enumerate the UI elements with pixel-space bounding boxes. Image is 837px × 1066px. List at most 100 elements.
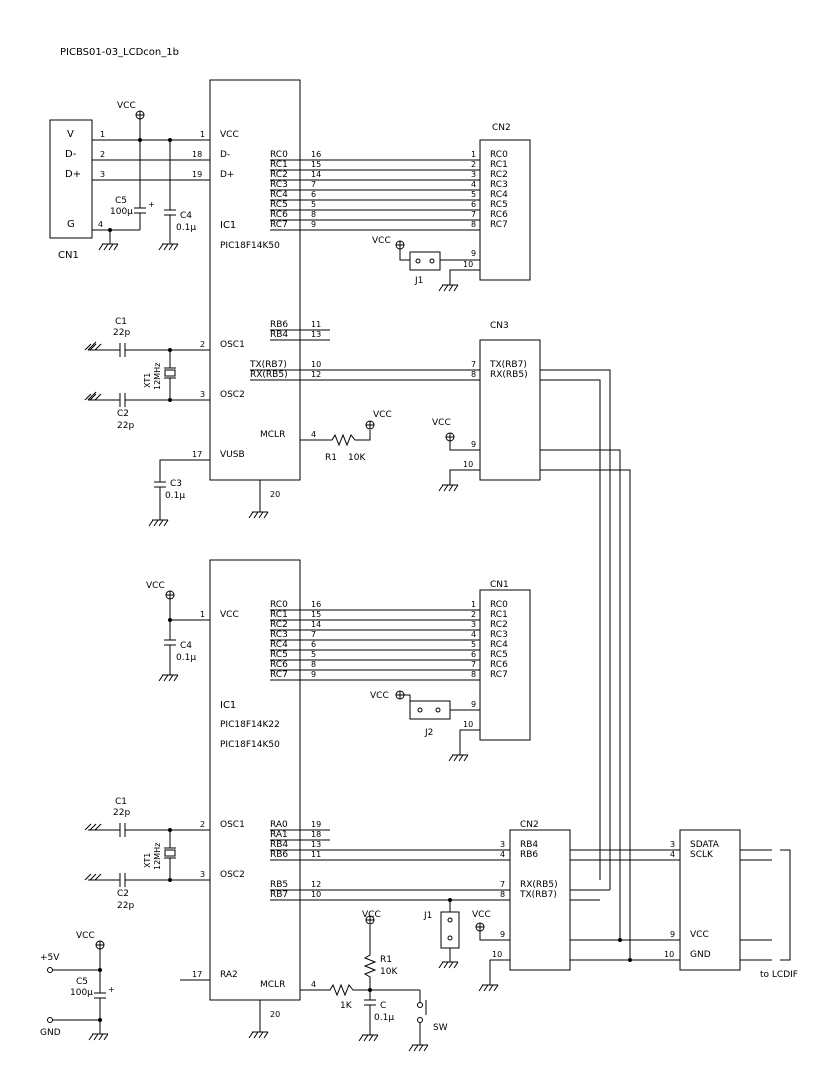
bot-cn1-label-rc3: RC3 [490,630,508,640]
bot-cn1-label-rc4: RC4 [490,640,508,650]
bot-cn1-num-1: 1 [471,600,476,609]
usb-connector-ref: CN1 [58,250,79,261]
bot-ic-pin-vcc: VCC [220,610,239,620]
usb-num-3: 3 [100,170,105,179]
top-cn2-label-rc3: RC3 [490,180,508,190]
top-ic-num-3: 3 [200,390,205,399]
usb-pin-dminus: D- [65,149,77,160]
bot-ic-rc7: RC7 [270,670,288,680]
top-xt-ref: XT1 [143,373,152,388]
bot-cn1-num-2: 2 [471,610,476,619]
bot-ic-n7: 7 [311,630,316,639]
bot-c-val: 0.1μ [374,1013,394,1023]
bot-c5-val: 100μ [70,988,93,998]
bot-c5-ref: C5 [76,977,88,987]
top-ic-mclr: MCLR [260,430,285,440]
top-cn3-n7: 7 [471,360,476,369]
bot-cn1-label-rc6: RC6 [490,660,508,670]
top-c1-ref: C1 [115,317,127,327]
bot-cn1-num-10: 10 [463,720,473,729]
top-xt-val: 12MHz [153,363,162,390]
top-ic-n16: 16 [311,150,321,159]
top-cn2-label-rc4: RC4 [490,190,508,200]
top-cn2-label-rc0: RC0 [490,150,508,160]
top-ic-rc5: RC5 [270,200,288,210]
top-ic-pin-osc1: OSC1 [220,340,245,350]
top-ic-tx: TX(RB7) [249,360,287,370]
top-ic-rc-pins: RC0 RC1 RC2 RC3 RC4 RC5 RC6 RC7 16 15 14… [270,150,321,230]
bot-cn1-num-4: 4 [471,630,476,639]
bot-cn1-label-rc0: RC0 [490,600,508,610]
top-r1-vcc: VCC [373,410,392,420]
bot-c4-ref: C4 [180,641,192,651]
top-ic-pin-dminus: D- [220,150,230,160]
top-c2-ref: C2 [117,409,129,419]
top-cn2-num-1: 1 [471,150,476,159]
bot-ic-rc1: RC1 [270,610,288,620]
top-cn2-num-10: 10 [463,260,473,269]
bot-cn1-pins: RC0 RC1 RC2 RC3 RC4 RC5 RC6 RC7 1 2 3 4 … [463,600,508,729]
bottom-circuit: IC1 PIC18F14K22 PIC18F14K50 VCC OSC1 OSC… [40,559,798,1052]
top-cn2-num-4: 4 [471,180,476,189]
bot-vcc-label: VCC [146,581,165,591]
lcd-sdata: SDATA [690,840,720,850]
top-ic-rc0: RC0 [270,150,288,160]
bot-c-ref: C [380,1001,386,1011]
sw-label: SW [433,1023,448,1033]
bot-ic-rb5: RB5 [270,880,288,890]
bot-j2-ref: J2 [424,728,433,738]
bot-j1-ref: J1 [423,911,432,921]
bot-r1-ref: R1 [380,955,392,965]
top-ic-num-2: 2 [200,340,205,349]
top-ic-n6: 6 [311,190,316,199]
bot-ic-num-20: 20 [270,1010,280,1019]
top-ic-n7: 7 [311,180,316,189]
top-c3-val: 0.1μ [165,491,185,501]
bot-c4-val: 0.1μ [176,653,196,663]
bot-ic-n14: 14 [311,620,321,629]
bot-xt-ref: XT1 [143,853,152,868]
bot-ic-mclr: MCLR [260,980,285,990]
bot-ic-num-1: 1 [200,610,205,619]
top-cn3-n10: 10 [463,460,473,469]
top-ic-n4: 4 [311,430,316,439]
bot-ic-num-2: 2 [200,820,205,829]
bot-cn1-num-8: 8 [471,670,476,679]
lcd-gnd: GND [690,950,711,960]
top-cn2-num-7: 7 [471,210,476,219]
bot-cn1-label-rc1: RC1 [490,610,508,620]
usb-num-2: 2 [100,150,105,159]
top-ic-n12: 12 [311,370,321,379]
top-ic-pin-vcc: VCC [220,130,239,140]
bot-ic-n10: 10 [311,890,321,899]
top-ic-num-18: 18 [192,150,202,159]
bot-cn2-rb4: RB4 [520,840,538,850]
bot-ic-n11: 11 [311,850,321,859]
drawing-title: PICBS01-03_LCDcon_1b [60,47,179,58]
bot-cn2-n7: 7 [500,880,505,889]
bot-ic-rb4: RB4 [270,840,288,850]
bot-cn2-rx: RX(RB5) [520,880,558,890]
bot-cn2-tx: TX(RB7) [519,890,557,900]
top-ic-n11: 11 [311,320,321,329]
bot-c2-ref: C2 [117,889,129,899]
bot-cn2-rb6: RB6 [520,850,538,860]
bot-ic-rc5: RC5 [270,650,288,660]
usb-pin-g: G [67,219,75,230]
top-cn2-num-5: 5 [471,190,476,199]
top-ic-ref: IC1 [220,220,236,231]
top-ic-rc6: RC6 [270,210,288,220]
top-ic-rx: RX(RB5) [250,370,288,380]
bot-ic-rc0: RC0 [270,600,288,610]
top-c5-ref: C5 [115,196,127,206]
bot-ic-rc4: RC4 [270,640,288,650]
top-c4-val: 0.1μ [176,223,196,233]
bot-ic-n13: 13 [311,840,321,849]
top-ic-pin-dplus: D+ [220,170,234,180]
lcd-caption: to LCDIF [760,970,798,980]
usb-pin-dplus: D+ [65,169,81,180]
gnd-label: GND [40,1028,61,1038]
lcd-n9: 9 [670,930,675,939]
top-cn2-label-rc1: RC1 [490,160,508,170]
